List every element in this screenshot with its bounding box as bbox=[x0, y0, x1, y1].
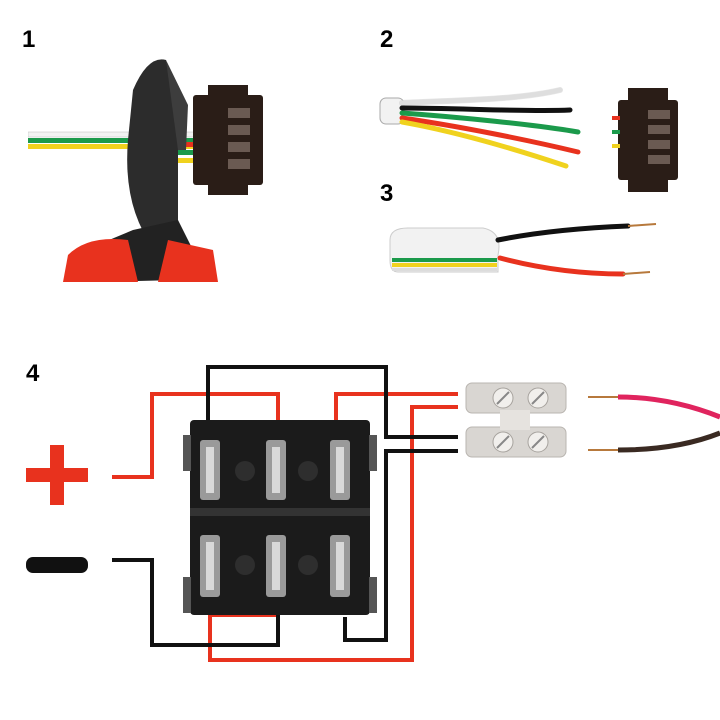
flat-cable bbox=[389, 227, 500, 273]
switch-terminal bbox=[266, 440, 286, 500]
switch-terminal bbox=[200, 535, 220, 597]
switch-terminal bbox=[330, 440, 350, 500]
step-1-label: 1 bbox=[22, 26, 36, 53]
output-red-lead bbox=[588, 394, 720, 420]
wire-cutter-icon bbox=[63, 59, 218, 282]
switch-terminal bbox=[266, 535, 286, 597]
black-wires bbox=[112, 365, 458, 647]
dpdt-switch-icon bbox=[183, 420, 377, 615]
positive-symbol bbox=[26, 445, 88, 505]
output-black-lead bbox=[588, 430, 720, 453]
step-2-wires-photo bbox=[378, 70, 713, 200]
jst-connector-icon bbox=[193, 85, 263, 195]
step-3-label: 3 bbox=[380, 180, 394, 207]
switch-terminal bbox=[200, 440, 220, 500]
switch-terminal bbox=[330, 535, 350, 597]
step-4-label: 4 bbox=[26, 360, 40, 387]
step-2-label: 2 bbox=[380, 26, 394, 53]
step-4-wiring-diagram bbox=[0, 355, 720, 715]
step-3-cable-photo bbox=[388, 210, 708, 290]
terminal-block-icon bbox=[465, 382, 567, 458]
red-lead bbox=[497, 255, 651, 277]
negative-symbol bbox=[26, 557, 88, 573]
black-lead bbox=[495, 223, 657, 243]
jst-connector-icon bbox=[612, 88, 678, 192]
stripped-wires bbox=[399, 87, 581, 169]
step-1-cutting-photo bbox=[28, 50, 288, 285]
